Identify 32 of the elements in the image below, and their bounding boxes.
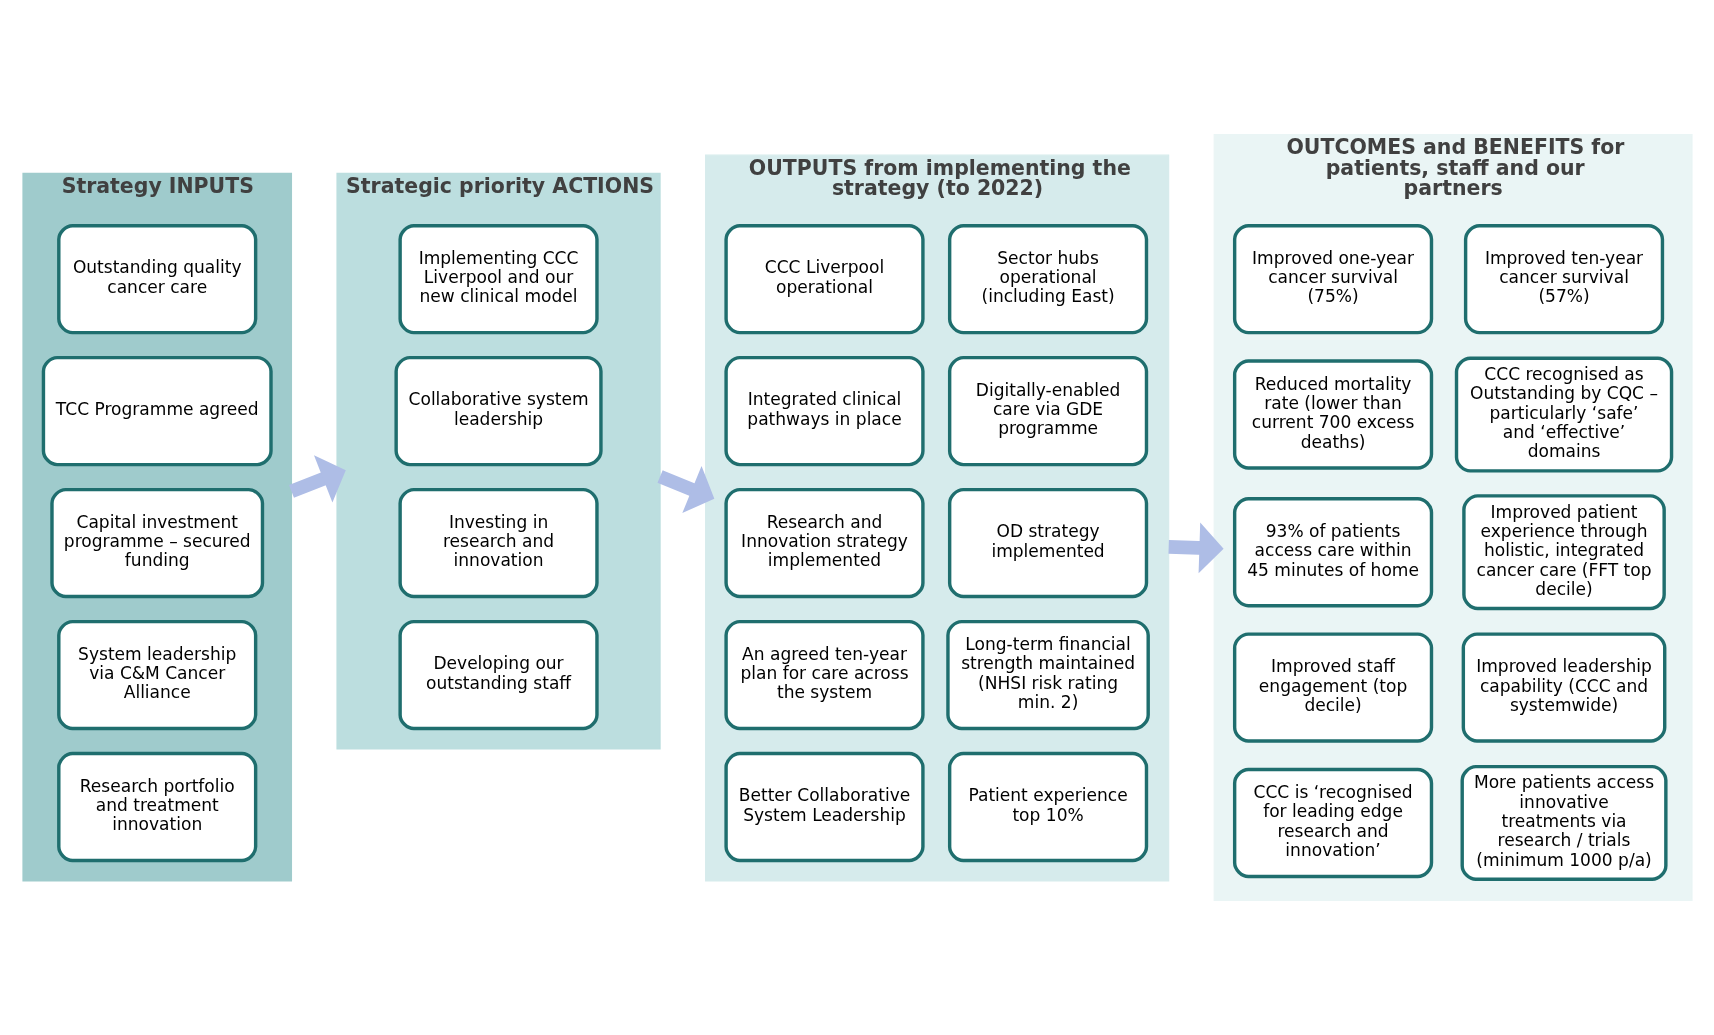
node-box: Outstanding quality cancer care — [56, 223, 257, 335]
arrow — [1167, 522, 1224, 574]
node-box: Investing in research and innovation — [397, 487, 599, 599]
node-box: TCC Programme agreed — [41, 355, 273, 467]
node-box: Better Collaborative System Leadership — [723, 751, 925, 863]
node-box: Sector hubs operational (including East) — [947, 223, 1148, 335]
node-box: Improved leadership capability (CCC and systemwide) — [1461, 632, 1666, 743]
node-box: CCC is ‘recognised for leading edge research and innovation’ — [1232, 767, 1433, 879]
node-box: Improved one-year cancer survival (75%) — [1232, 223, 1433, 335]
node-box: Improved ten-year cancer survival (57%) — [1463, 223, 1664, 335]
node-box: Capital investment programme – secured funding — [49, 487, 264, 599]
arrow — [657, 465, 714, 514]
node-box: Improved patient experience through holistic, integrated cancer care (FFT top decile) — [1461, 494, 1666, 611]
node-box: An agreed ten-year plan for care across the system — [723, 619, 925, 731]
node-box: OD strategy implemented — [947, 487, 1148, 599]
node-box: Research and Innovation strategy implemented — [723, 487, 925, 599]
node-box: Integrated clinical pathways in place — [723, 355, 925, 467]
node-box: More patients access innovative treatments via research / trials (minimum 1000 p/a) — [1460, 764, 1668, 881]
node-box: System leadership via C&M Cancer Alliance — [56, 619, 257, 731]
arrow — [288, 455, 346, 503]
node-box: CCC recognised as Outstanding by CQC – particularly ‘safe’ and ‘effective’ domains — [1454, 356, 1673, 473]
node-box: Collaborative system leadership — [393, 355, 603, 467]
node-box: CCC Liverpool operational — [723, 223, 925, 335]
node-box: Patient experience top 10% — [947, 751, 1148, 863]
node-box: Developing our outstanding staff — [397, 619, 599, 731]
node-box: Improved staff engagement (top decile) — [1232, 632, 1433, 743]
node-box: Research portfolio and treatment innovation — [56, 751, 257, 863]
node-box: Implementing CCC Liverpool and our new clinical model — [397, 223, 599, 335]
node-box: 93% of patients access care within 45 minutes of home — [1232, 497, 1433, 608]
node-box: Long-term financial strength maintained (NHSI risk rating min. 2) — [945, 619, 1150, 731]
node-box: Reduced mortality rate (lower than current 700 excess deaths) — [1232, 359, 1433, 470]
node-box: Digitally-enabled care via GDE programme — [947, 355, 1148, 467]
